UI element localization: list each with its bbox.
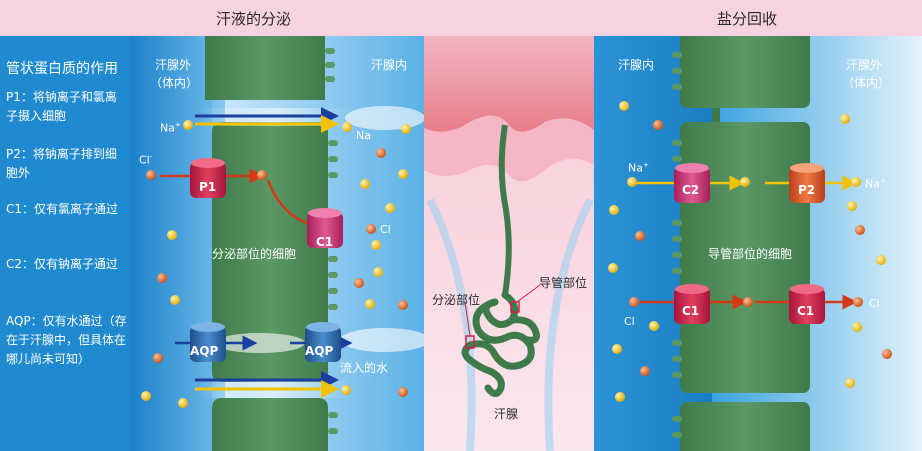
right-ions	[608, 101, 892, 402]
center-panel	[424, 36, 594, 451]
left-outside-label-sub: （体内）	[150, 76, 199, 90]
skin-surface	[424, 36, 594, 132]
duct-part-label: 导管部位	[539, 276, 588, 290]
left-outside-label: 汗腺外	[155, 58, 192, 72]
right-na-label: Na+	[628, 161, 649, 175]
right-cl-label-2: Cl	[869, 297, 880, 310]
legend-item-c2: C2：仅有钠离子通过	[6, 257, 119, 271]
sweat-duct	[498, 124, 512, 296]
right-inside-label: 汗腺内	[618, 58, 655, 72]
secretory-cell-label: 分泌部位的细胞	[212, 247, 297, 261]
p1-channel-label: P1	[199, 180, 217, 194]
legend-item-p2: P2：将钠离子排到细胞外	[6, 147, 117, 180]
title-right: 盐分回收	[717, 10, 778, 28]
c1-channel-left	[266, 179, 343, 248]
duct-cell-bottom	[680, 402, 810, 451]
title-left: 汗液的分泌	[216, 10, 292, 28]
duct-cell-label: 导管部位的细胞	[708, 247, 793, 261]
duct-cell-top	[680, 36, 810, 108]
c2-channel	[632, 163, 745, 203]
c1-channel-right-b	[755, 284, 858, 324]
aqp-channel-right	[290, 322, 353, 362]
c1-channel-left-label: C1	[316, 235, 334, 249]
sweat-gland-label: 汗腺	[494, 407, 519, 421]
c1-channel-right-a	[640, 284, 748, 324]
duct-marker	[510, 301, 520, 313]
secretory-cell-middle	[212, 122, 328, 382]
c1-channel-right-a-label: C1	[682, 304, 700, 318]
secretory-cell-bottom	[212, 398, 328, 451]
right-panel	[594, 36, 922, 451]
right-cl-label: Cl	[624, 315, 635, 328]
left-na-label: Na+	[160, 121, 181, 135]
legend-heading: 管状蛋白质的作用	[6, 61, 118, 77]
secretory-cell-top	[205, 36, 325, 100]
left-cl-label: Cl-	[139, 153, 153, 167]
top-banner	[0, 0, 922, 36]
legend-item-p1: P1：将钠离子和氯离子摄入细胞	[6, 90, 117, 123]
p1-channel	[160, 158, 265, 198]
right-outside-label: 汗腺外	[846, 58, 883, 72]
duct-cell-middle	[680, 122, 810, 393]
left-na-label-2: Na	[356, 129, 371, 142]
right-na-label-2: Na+	[865, 177, 886, 191]
aqp-channel-right-label: AQP	[305, 344, 334, 358]
left-panel	[0, 36, 430, 451]
left-ions	[141, 120, 411, 408]
sweat-gland-coil	[461, 291, 540, 397]
aqp-channel-left	[175, 322, 258, 362]
p2-channel-label: P2	[798, 183, 816, 197]
c2-channel-label: C2	[682, 183, 700, 197]
left-cl-label-2: Cl	[380, 223, 391, 236]
secretory-part-label: 分泌部位	[432, 293, 481, 307]
legend-item-aqp: AQP：仅有水通过（存在于汗腺中，但具体在哪儿尚未可知）	[6, 314, 127, 366]
legend-item-c1: C1：仅有氯离子通过	[6, 202, 119, 216]
right-outside-label-sub: （体内）	[842, 76, 891, 90]
c1-channel-right-b-label: C1	[797, 304, 815, 318]
left-inside-label: 汗腺内	[371, 58, 408, 72]
p2-channel	[765, 163, 858, 203]
aqp-channel-left-label: AQP	[190, 344, 219, 358]
water-inflow-label: 流入的水	[340, 361, 389, 375]
